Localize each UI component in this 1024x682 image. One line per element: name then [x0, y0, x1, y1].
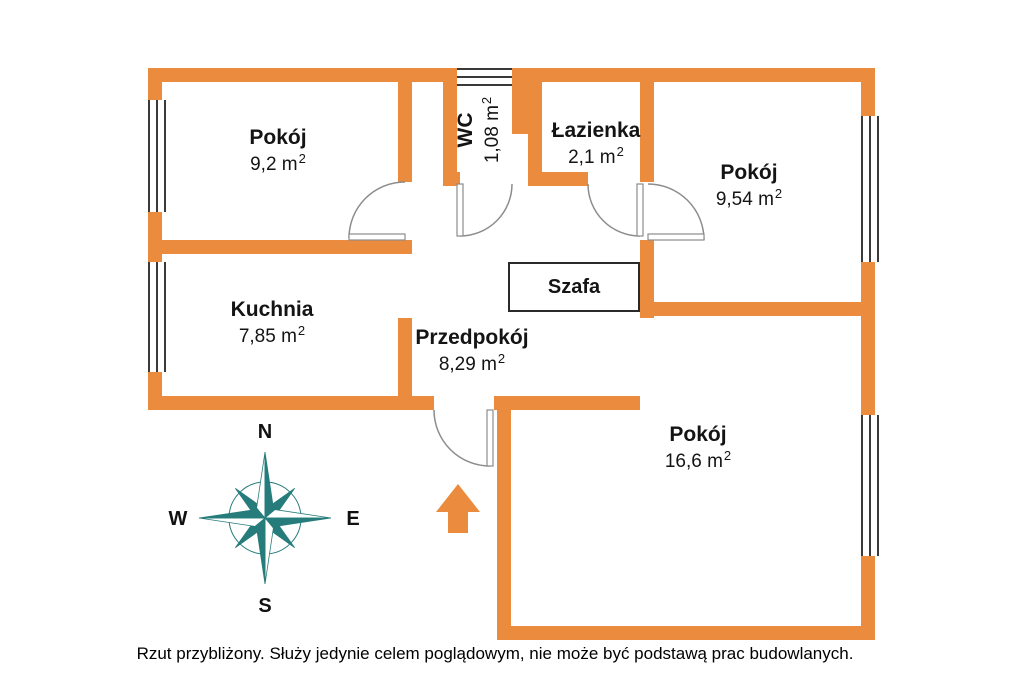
room-name: Pokój: [669, 422, 727, 446]
compass-label-s: S: [258, 595, 271, 614]
closet-szafa: Szafa: [508, 262, 640, 312]
label-wc: WC 1,08 m2: [453, 97, 505, 163]
compass-point-e-dark: [263, 517, 332, 527]
label-bathroom: Łazienka 2,1 m2: [552, 118, 641, 170]
entrance-arrow: [436, 484, 480, 533]
room-name: WC: [453, 112, 477, 148]
wall-bigroom-left: [497, 410, 511, 626]
compass-point-w-light: [198, 517, 267, 527]
wall-top-right: [512, 68, 875, 82]
disclaimer-text: Rzut przybliżony. Służy jedynie celem po…: [136, 644, 854, 663]
wall-kitchen-right: [398, 318, 412, 396]
wall-top-left: [148, 68, 457, 82]
compass-label-w: W: [169, 508, 188, 530]
window-room2-right: [861, 116, 879, 262]
wall-hall-bottom-right: [494, 396, 640, 410]
wall-hall-room2-divider: [640, 240, 654, 318]
compass-point-w-dark: [198, 509, 267, 519]
wall-bath-left: [528, 134, 542, 186]
wall-wc-bath-block: [512, 82, 542, 134]
wall-right-upper: [861, 82, 875, 116]
room-area: 8,29 m2: [438, 351, 506, 376]
wall-room1-right: [398, 82, 412, 182]
room-name: Pokój: [249, 125, 307, 149]
room-area: 1,08 m2: [479, 96, 504, 164]
room-name: Łazienka: [551, 118, 641, 142]
room-area: 7,85 m2: [238, 323, 306, 348]
closet-label: Szafa: [547, 275, 601, 298]
wall-right-mid: [861, 262, 875, 415]
compass-rose: N S W E: [169, 421, 360, 614]
wall-left-lower: [148, 372, 162, 396]
compass-point-e-light: [263, 509, 332, 519]
window-wc-top: [457, 68, 512, 86]
label-room3: Pokój 16,6 m2: [665, 422, 731, 474]
label-room1: Pokój 9,2 m2: [249, 125, 306, 177]
compass-label-n: N: [258, 421, 272, 443]
wall-left-upper: [148, 82, 162, 100]
window-kitchen-left: [148, 262, 166, 372]
room-area: 2,1 m2: [568, 144, 624, 169]
wall-room2-bottom: [640, 302, 875, 316]
door-wc: [456, 183, 513, 237]
room-name: Kuchnia: [230, 297, 314, 321]
compass-point-s-light: [264, 516, 274, 585]
wall-bath-bottom: [542, 172, 588, 186]
room-area: 9,2 m2: [250, 151, 306, 176]
room-name: Przedpokój: [415, 325, 529, 349]
wall-bigroom-bottom: [497, 626, 875, 640]
compass-point-n-light: [256, 451, 266, 520]
wall-room1-kitchen-divider: [162, 240, 412, 254]
room-area: 16,6 m2: [664, 448, 732, 473]
compass-point-n-dark: [264, 451, 274, 520]
wall-kitchen-bottom: [148, 396, 412, 410]
window-room3-right: [861, 415, 879, 556]
label-room2: Pokój 9,54 m2: [716, 160, 782, 212]
door-room1: [348, 181, 406, 241]
room-name: Pokój: [720, 160, 778, 184]
compass-label-e: E: [346, 508, 359, 530]
door-room2: [647, 183, 705, 241]
window-room1-left: [148, 100, 166, 212]
wall-left-mid: [148, 212, 162, 262]
room-area: 9,54 m2: [715, 186, 783, 211]
door-entrance: [433, 409, 494, 467]
compass-point-s-dark: [256, 516, 266, 585]
wall-wc-bottom-stub: [443, 172, 460, 186]
door-bathroom: [587, 183, 644, 237]
wall-hall-bottom-left: [412, 396, 434, 410]
wall-bath-right-upper: [640, 82, 654, 182]
wall-right-lower: [861, 556, 875, 640]
label-hallway: Przedpokój 8,29 m2: [415, 325, 528, 377]
label-kitchen: Kuchnia 7,85 m2: [231, 297, 314, 349]
wall-wc-left: [443, 82, 457, 175]
